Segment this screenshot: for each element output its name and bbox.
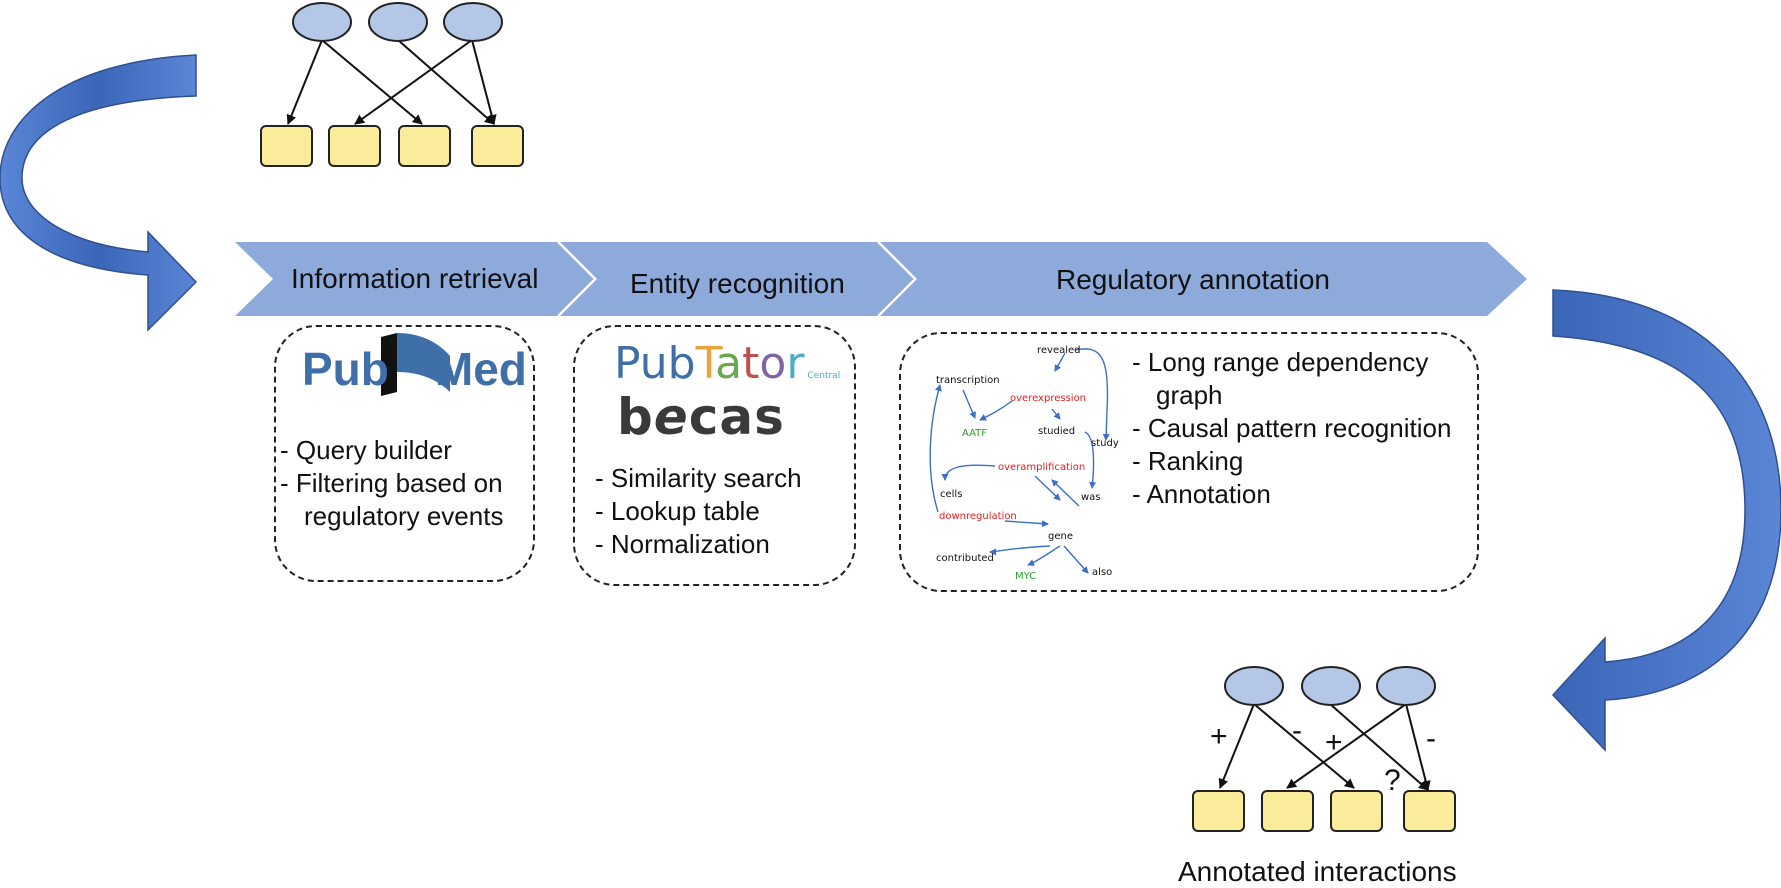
retrieval-item: regulatory events: [304, 501, 504, 531]
edge-sign-plus: +: [1325, 726, 1343, 759]
annotation-item: - Ranking: [1132, 446, 1244, 476]
dep-word: cells: [940, 489, 963, 500]
recognition-tools-box: [573, 325, 856, 586]
dep-word: overamplification: [998, 462, 1086, 473]
dep-word: study: [1091, 438, 1119, 449]
network-caption: Annotated interactions: [1178, 856, 1457, 887]
annotation-item: graph: [1156, 380, 1223, 410]
recognition-item: - Lookup table: [595, 496, 760, 526]
annotation-methods-box: [899, 332, 1479, 592]
stage-label-regulatory-annotation: Regulatory annotation: [1056, 264, 1330, 295]
retrieval-method-list: - Query builder - Filtering based on reg…: [280, 434, 503, 533]
dep-word: AATF: [962, 428, 988, 439]
network-after: [1192, 666, 1456, 832]
dep-word: transcription: [936, 375, 1000, 386]
dep-word: overexpression: [1010, 393, 1087, 404]
recognition-item: - Normalization: [595, 529, 770, 559]
right-curved-arrow: [1551, 289, 1781, 752]
chevron-regulatory-annotation: [880, 242, 1527, 316]
stage-label-entity-recognition: Entity recognition: [630, 268, 845, 299]
edge-sign-plus: +: [1210, 720, 1228, 753]
becas-logo: becas: [617, 388, 785, 446]
annotation-method-list: - Long range dependency graph - Causal p…: [1132, 346, 1451, 511]
dep-word: revealed: [1037, 345, 1081, 356]
recognition-item: - Similarity search: [595, 463, 802, 493]
edge-sign-unknown: ?: [1384, 764, 1401, 797]
edge-sign-minus: -: [1292, 714, 1302, 747]
chevron-entity-recognition: [560, 242, 915, 316]
dep-word: gene: [1048, 531, 1073, 542]
dep-word: was: [1081, 492, 1101, 503]
annotation-item: - Long range dependency: [1132, 347, 1429, 377]
dependency-graph-edges: [929, 348, 1110, 574]
retrieval-item: - Filtering based on: [280, 468, 503, 498]
pubmed-book-icon: [381, 333, 450, 396]
stage-label-information-retrieval: Information retrieval: [291, 263, 539, 294]
annotation-item: - Causal pattern recognition: [1132, 413, 1452, 443]
dep-word: studied: [1038, 426, 1076, 437]
left-curved-arrow: [0, 54, 198, 332]
network-before: [260, 2, 524, 167]
recognition-method-list: - Similarity search - Lookup table - Nor…: [595, 462, 802, 561]
chevron-information-retrieval: [235, 242, 595, 316]
retrieval-item: - Query builder: [280, 435, 452, 465]
dep-word: MYC: [1015, 571, 1037, 582]
dep-word: also: [1092, 567, 1113, 578]
pubtator-central-label: Central: [807, 371, 841, 381]
annotation-item: - Annotation: [1132, 479, 1271, 509]
retrieval-tools-box: [274, 325, 535, 582]
edge-sign-minus: -: [1426, 722, 1436, 755]
dep-word: downregulation: [939, 511, 1017, 522]
dep-word: contributed: [936, 553, 994, 564]
